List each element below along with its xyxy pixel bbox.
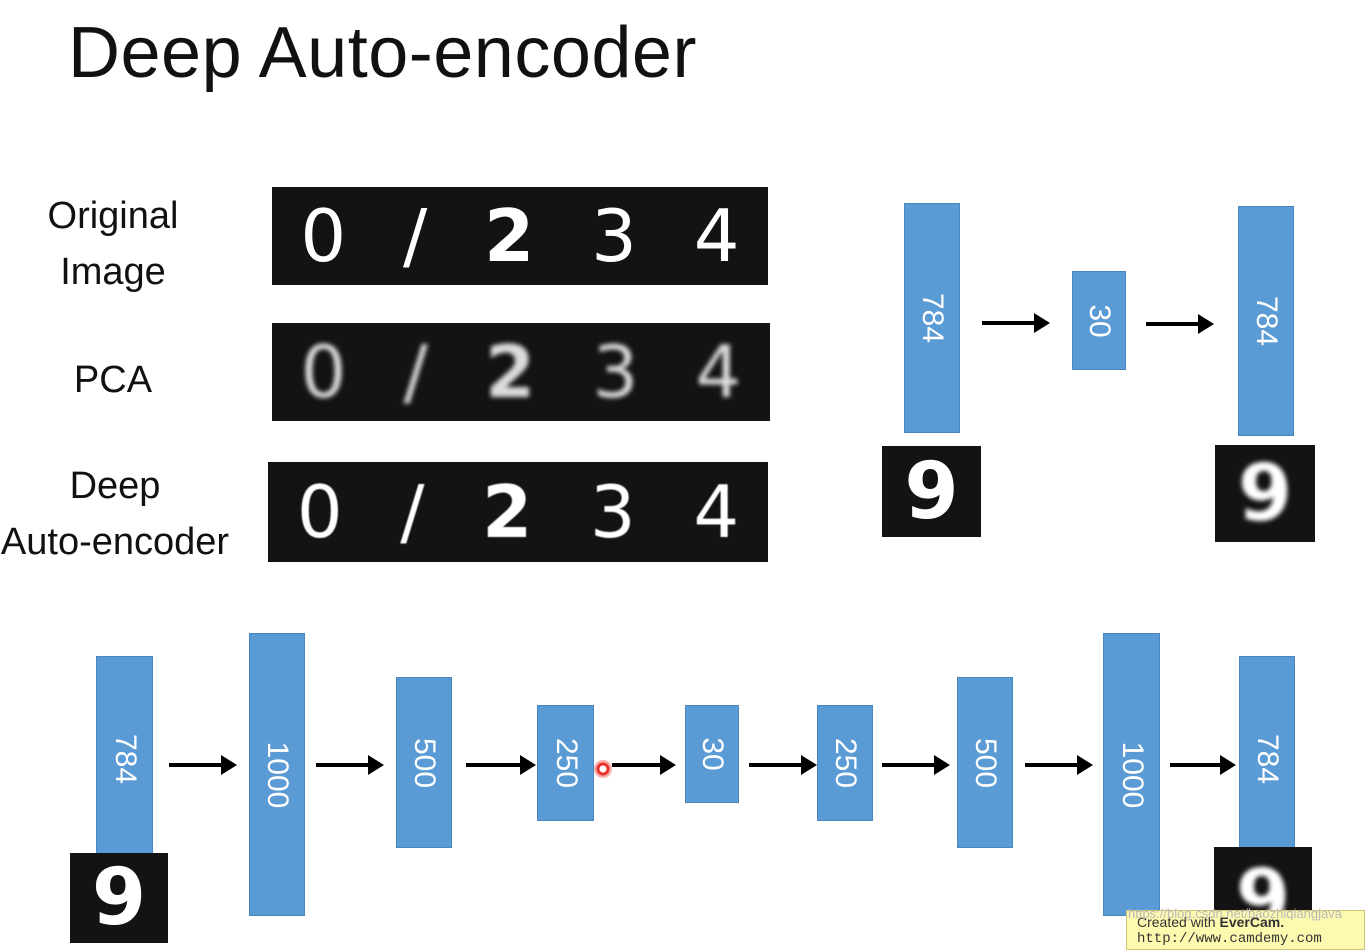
evercam-brand: EverCam. [1219,914,1285,930]
shallow-input-thumbnail: 9 [882,446,981,537]
digit-0: 0 [296,470,343,554]
evercam-url: http://www.camdemy.com [1137,931,1322,947]
shallow-layer-code: 30 [1072,271,1126,370]
row-label-pca: PCA [28,352,198,408]
layer-size-label: 30 [696,737,729,771]
row-label-deep-line2: Auto-encoder [0,521,230,563]
digit-3: 3 [592,330,639,414]
digit-2: 2 [485,330,536,414]
deep-layer-500-dec: 500 [957,677,1013,848]
row-label-original-line2: Image [60,251,166,293]
row-label-deep-line1: Deep [69,465,161,507]
layer-size-label: 784 [916,292,949,344]
deep-arrow-7 [1025,755,1093,775]
digit-0: 0 [300,194,347,278]
row-label-deep: Deep Auto-encoder [0,458,240,570]
deep-layer-784-in: 784 [96,656,153,861]
deep-layer-30-code: 30 [685,705,739,803]
shallow-layer-output: 784 [1238,206,1294,436]
deep-layer-250-dec: 250 [817,705,873,821]
deep-arrow-8 [1170,755,1236,775]
shallow-arrow-1 [982,313,1050,333]
layer-size-label: 1000 [261,741,294,808]
deep-arrow-4 [612,755,676,775]
deep-layer-250-enc: 250 [537,705,594,821]
layer-size-label: 250 [829,737,862,789]
layer-size-label: 784 [108,733,142,784]
evercam-badge: Created with EverCam. http://www.camdemy… [1126,910,1365,950]
digit-4: 4 [693,470,740,554]
row-label-original: Original Image [28,188,198,300]
digit-3: 3 [591,194,637,278]
deep-arrow-6 [882,755,950,775]
shallow-arrow-2 [1146,314,1214,334]
digit-1: / [400,470,425,554]
deep-layer-1000-dec: 1000 [1103,633,1160,916]
deep-layer-500-enc: 500 [396,677,452,848]
original-digits-strip: 0 / 2 3 4 [272,187,768,285]
slide-title: Deep Auto-encoder [68,13,697,93]
row-label-pca-line1: PCA [73,359,153,401]
digit-4: 4 [693,194,740,278]
shallow-output-thumbnail: 9 [1215,445,1315,542]
thumb-digit: 9 [1237,448,1293,539]
deep-arrow-3 [466,755,536,775]
deep-arrow-5 [749,755,817,775]
layer-size-label: 250 [549,737,583,789]
digit-1: / [403,194,428,278]
digit-2: 2 [482,470,533,554]
deep-layer-1000-enc: 1000 [249,633,305,916]
layer-size-label: 30 [1083,303,1116,338]
row-label-original-line1: Original [47,195,179,237]
laser-pointer-cursor [594,760,612,778]
deep-ae-digits-strip: 0 / 2 3 4 [268,462,768,562]
deep-arrow-2 [316,755,384,775]
thumb-digit: 9 [904,446,959,537]
layer-size-label: 784 [1251,733,1284,784]
digit-4: 4 [695,330,742,414]
digit-0: 0 [300,330,347,414]
deep-layer-784-out: 784 [1239,656,1295,861]
pca-digits-strip: 0 / 2 3 4 [272,323,770,421]
layer-size-label: 784 [1250,295,1283,347]
layer-size-label: 500 [408,737,441,788]
shallow-layer-input: 784 [904,203,960,433]
evercam-line1-prefix: Created with [1137,914,1220,930]
layer-size-label: 500 [969,737,1002,788]
layer-size-label: 1000 [1115,741,1149,808]
deep-input-thumbnail: 9 [70,853,168,943]
digit-3: 3 [589,470,636,554]
digit-2: 2 [484,194,535,278]
csdn-watermark: https://blog.csdn.net/baozhiqiangjava [1128,906,1342,921]
digit-1: / [403,330,428,414]
deep-arrow-1 [169,755,237,775]
thumb-digit: 9 [91,853,147,943]
